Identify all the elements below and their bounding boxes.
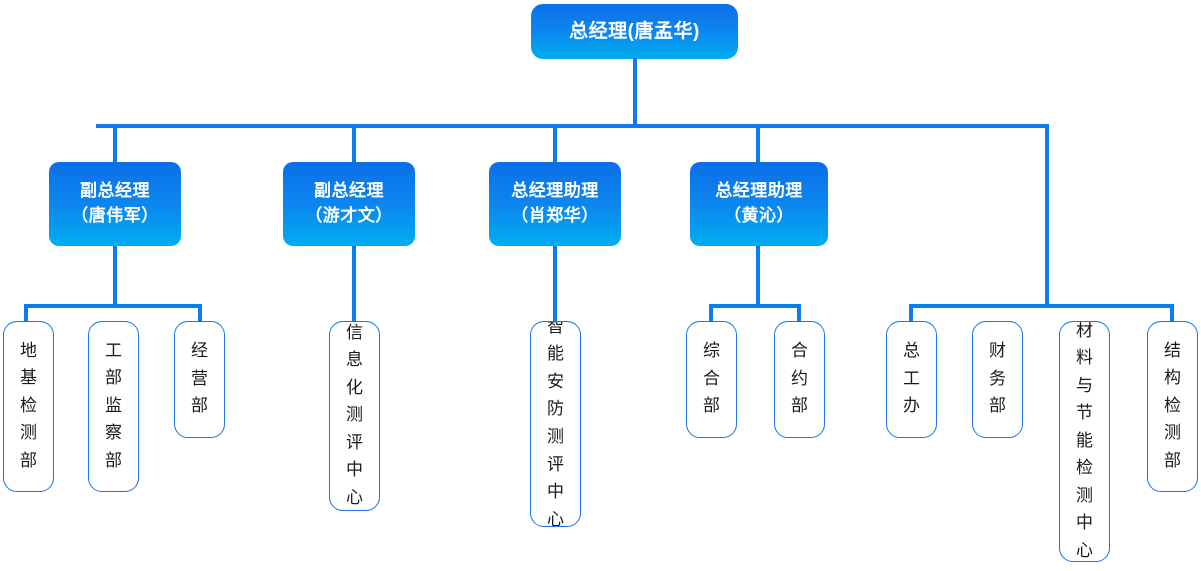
connector-vp2-stem [352,246,356,322]
node-department-smart-security-evaluation-center[interactable]: 智 能 安 防 测 评 中 心 [530,321,581,527]
connector-bus-to-vp1 [113,124,117,162]
node-department-operations-label: 经 营 部 [191,341,208,417]
node-department-smart-security-evaluation-center-label: 智 能 安 防 测 评 中 心 [547,321,564,527]
node-department-chief-engineer-office[interactable]: 总 工 办 [886,321,937,438]
node-department-material-energy-saving-testing-center-label: 材 料 与 节 能 检 测 中 心 [1076,321,1093,561]
connector-assistant1-stem [553,246,557,322]
node-department-operations[interactable]: 经 营 部 [174,321,225,438]
node-department-contract-label: 合 约 部 [791,341,808,417]
node-department-finance[interactable]: 财 务 部 [972,321,1023,438]
node-gm-assistant-1[interactable]: 总经理助理 （肖郑华） [489,162,621,246]
node-vice-general-manager-1-title: 副总经理 [80,181,150,201]
node-department-material-energy-saving-testing-center[interactable]: 材 料 与 节 能 检 测 中 心 [1059,321,1110,562]
node-department-finance-label: 财 务 部 [989,341,1006,417]
node-vice-general-manager-1-person: （唐伟军） [71,206,159,225]
node-vice-general-manager-2-person: （游才文） [305,206,393,225]
node-department-foundation-testing[interactable]: 地 基 检 测 部 [3,321,54,492]
connector-assistant2-to-dept1 [709,304,713,322]
node-department-chief-engineer-office-label: 总 工 办 [903,341,920,417]
node-department-contract[interactable]: 合 约 部 [774,321,825,438]
connector-direct-to-dept4 [1170,304,1174,322]
connector-bus-to-assistant1 [553,124,557,162]
connector-vp1-stem [113,246,117,308]
connector-direct-to-dept1 [909,304,913,322]
connector-bus-to-direct-departments [1045,124,1049,308]
connector-assistant2-stem [756,246,760,308]
node-gm-assistant-1-title: 总经理助理 [511,181,599,201]
connector-main-bus [96,124,1049,128]
node-department-structure-testing[interactable]: 结 构 检 测 部 [1147,321,1198,492]
node-gm-assistant-1-person: （肖郑华） [511,206,599,225]
node-general-manager-label: 总经理(唐孟华) [569,20,700,42]
node-department-works-supervision-label: 工 部 监 察 部 [105,340,122,471]
node-department-informatization-evaluation-center-label: 信 息 化 测 评 中 心 [346,322,363,508]
connector-direct-departments-bus [909,304,1174,308]
connector-vp1-to-dept3 [198,304,202,322]
node-general-manager[interactable]: 总经理(唐孟华) [531,4,738,59]
node-department-foundation-testing-label: 地 基 检 测 部 [20,340,37,471]
connector-bus-to-vp2 [352,124,356,162]
node-gm-assistant-2[interactable]: 总经理助理 （黄沁） [690,162,828,246]
node-vice-general-manager-2[interactable]: 副总经理 （游才文） [283,162,415,246]
connector-assistant2-to-dept2 [797,304,801,322]
connector-assistant2-bus [709,304,801,308]
node-department-informatization-evaluation-center[interactable]: 信 息 化 测 评 中 心 [329,321,380,511]
connector-vp1-to-dept1 [24,304,28,322]
connector-bus-to-assistant2 [756,124,760,162]
node-gm-assistant-2-person: （黄沁） [724,206,794,225]
node-gm-assistant-2-title: 总经理助理 [715,181,803,201]
node-department-works-supervision[interactable]: 工 部 监 察 部 [88,321,139,492]
node-department-structure-testing-label: 结 构 检 测 部 [1164,340,1181,471]
node-department-general-affairs[interactable]: 综 合 部 [686,321,737,438]
connector-root-stem [633,58,637,127]
connector-vp1-bus [24,304,202,308]
node-vice-general-manager-1[interactable]: 副总经理 （唐伟军） [49,162,181,246]
node-vice-general-manager-2-title: 副总经理 [314,181,384,201]
node-department-general-affairs-label: 综 合 部 [703,341,720,417]
